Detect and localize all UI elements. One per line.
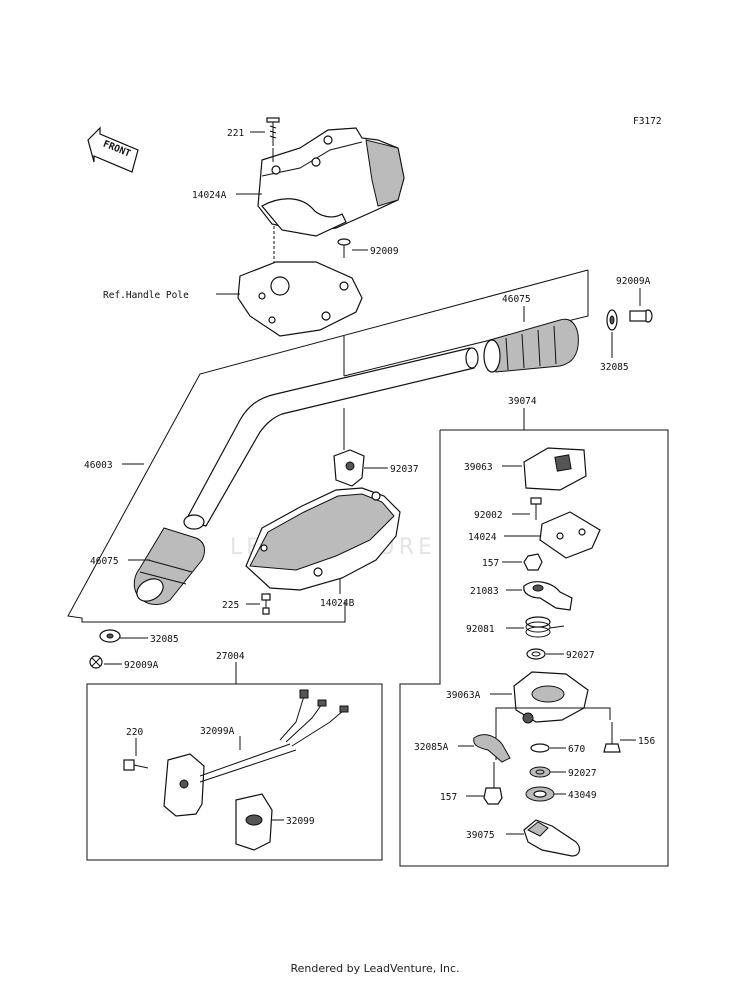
seal-43049-part <box>525 786 555 802</box>
bolt-225-part <box>261 593 271 615</box>
bolt-156-part <box>603 722 621 753</box>
label-32099A: 32099A <box>200 726 235 737</box>
label-27004: 27004 <box>216 651 245 662</box>
label-46003: 46003 <box>84 460 113 471</box>
lever-21083-part <box>523 581 573 611</box>
throttle-lever-39075-part <box>523 819 581 857</box>
nut-157-b-part <box>483 762 503 805</box>
left-grip-part <box>133 527 205 605</box>
label-32085-top: 32085 <box>600 362 629 373</box>
label-39074: 39074 <box>508 396 537 407</box>
washer-32085-bottom-part <box>99 629 121 643</box>
label-92009: 92009 <box>370 246 399 257</box>
label-92027-b: 92027 <box>568 768 597 779</box>
switch-cover-32099-part <box>235 793 273 851</box>
label-32085A: 32085A <box>414 742 449 753</box>
screw-92002-part <box>530 497 542 520</box>
label-46075-top: 46075 <box>502 294 531 305</box>
label-221: 221 <box>227 128 244 139</box>
o-ring-670-part <box>530 743 550 753</box>
label-157-a: 157 <box>482 558 499 569</box>
label-92081: 92081 <box>466 624 495 635</box>
label-14024B: 14024B <box>320 598 355 609</box>
label-32099: 32099 <box>286 816 315 827</box>
handlebar-tube-part <box>183 347 479 530</box>
label-21083: 21083 <box>470 586 499 597</box>
clamp-92037-part <box>333 449 365 487</box>
screw-221-part <box>266 117 280 146</box>
label-157-b: 157 <box>440 792 457 803</box>
spring-92081-part <box>525 616 565 638</box>
label-43049: 43049 <box>568 790 597 801</box>
washer-32085-top-part <box>606 309 618 331</box>
nut-157-a-part <box>523 553 543 571</box>
screw-92009-part <box>337 238 351 258</box>
label-39063A: 39063A <box>446 690 481 701</box>
label-46075-bottom: 46075 <box>90 556 119 567</box>
washer-92027-a-part <box>526 648 546 660</box>
handle-cover-part <box>257 127 405 237</box>
label-32085-bottom: 32085 <box>150 634 179 645</box>
label-92027-a: 92027 <box>566 650 595 661</box>
switch-housing-32099A-part <box>163 689 349 817</box>
bracket-32085A-part <box>473 734 511 763</box>
label-670: 670 <box>568 744 585 755</box>
label-14024A: 14024A <box>192 190 227 201</box>
label-156: 156 <box>638 736 655 747</box>
label-92037: 92037 <box>390 464 419 475</box>
washer-92027-b-part <box>529 766 551 778</box>
front-arrow-icon: FRONT <box>87 126 139 173</box>
throttle-cover-39063-part <box>523 447 587 491</box>
label-92009A-top: 92009A <box>616 276 651 287</box>
label-92002: 92002 <box>474 510 503 521</box>
label-39063: 39063 <box>464 462 493 473</box>
throttle-housing-39063A-part <box>513 671 589 724</box>
label-225: 225 <box>222 600 239 611</box>
screw-92009A-bottom-part <box>89 655 103 669</box>
throttle-case-14024B-part <box>245 487 401 591</box>
label-220: 220 <box>126 727 143 738</box>
screw-92009A-top-part <box>629 309 653 323</box>
label-14024: 14024 <box>468 532 497 543</box>
right-grip-part <box>483 318 579 373</box>
plate-14024-part <box>539 511 601 559</box>
label-92009A-bottom: 92009A <box>124 660 159 671</box>
footer-credit: Rendered by LeadVenture, Inc. <box>290 962 460 975</box>
label-ref-handle-pole: Ref.Handle Pole <box>103 290 189 301</box>
handle-pole-bracket <box>237 261 363 337</box>
screw-220-part <box>123 759 149 771</box>
figure-code: F3172 <box>633 116 662 127</box>
label-39075: 39075 <box>466 830 495 841</box>
